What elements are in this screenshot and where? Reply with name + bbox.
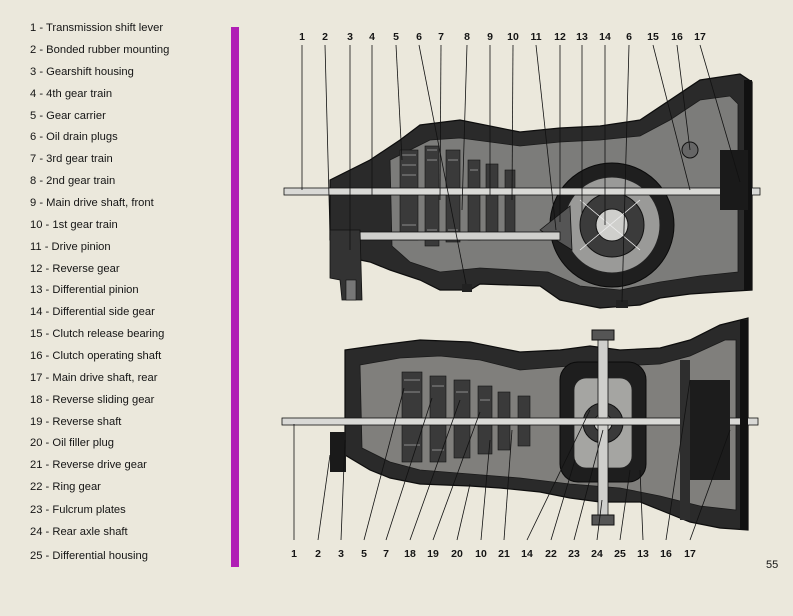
callout-label: 3 — [347, 31, 353, 43]
callout-label: 25 — [614, 548, 626, 560]
legend-item: 20 - Oil filler plug — [30, 437, 114, 449]
callout-label: 2 — [315, 548, 321, 560]
callout-label: 1 — [299, 31, 305, 43]
callout-label: 7 — [438, 31, 444, 43]
page-number: 55 — [766, 559, 779, 571]
callout-label: 14 — [521, 548, 533, 560]
legend-item: 13 - Differential pinion — [30, 284, 139, 296]
legend-item: 22 - Ring gear — [30, 481, 101, 493]
callout-label: 6 — [626, 31, 632, 43]
callout-label: 3 — [338, 548, 344, 560]
callout-label: 8 — [464, 31, 470, 43]
callout-label: 21 — [498, 548, 510, 560]
legend-item: 16 - Clutch operating shaft — [30, 350, 162, 362]
callout-label: 12 — [554, 31, 566, 43]
callout-label: 14 — [599, 31, 611, 43]
callout-label: 9 — [487, 31, 493, 43]
accent-bar — [231, 27, 239, 567]
callout-label: 13 — [637, 548, 649, 560]
callout-label: 18 — [404, 548, 416, 560]
legend-item: 18 - Reverse sliding gear — [30, 394, 155, 406]
callout-label: 5 — [393, 31, 399, 43]
legend-item: 24 - Rear axle shaft — [30, 526, 128, 538]
legend-item: 1 - Transmission shift lever — [30, 22, 164, 34]
legend-item: 15 - Clutch release bearing — [30, 328, 165, 340]
callout-label: 17 — [694, 31, 706, 43]
legend-item: 10 - 1st gear train — [30, 219, 118, 231]
legend-item: 3 - Gearshift housing — [30, 66, 134, 78]
legend-item: 14 - Differential side gear — [30, 306, 155, 318]
legend-item: 21 - Reverse drive gear — [30, 459, 147, 471]
callout-label: 1 — [291, 548, 297, 560]
callout-label: 5 — [361, 548, 367, 560]
top-cross-section — [283, 73, 761, 309]
callout-label: 10 — [475, 548, 487, 560]
legend-item: 8 - 2nd gear train — [30, 175, 116, 187]
callout-label: 22 — [545, 548, 557, 560]
callout-label: 4 — [369, 31, 375, 43]
callout-label: 7 — [383, 548, 389, 560]
callout-label: 20 — [451, 548, 463, 560]
legend-item: 12 - Reverse gear — [30, 263, 120, 275]
legend-item: 6 - Oil drain plugs — [30, 131, 118, 143]
callout-label: 10 — [507, 31, 519, 43]
legend-item: 11 - Drive pinion — [30, 241, 111, 253]
legend-item: 25 - Differential housing — [30, 550, 148, 562]
callout-label: 24 — [591, 548, 603, 560]
callout-label: 16 — [660, 548, 672, 560]
callout-label: 13 — [576, 31, 588, 43]
legend-item: 17 - Main drive shaft, rear — [30, 372, 158, 384]
legend-item: 4 - 4th gear train — [30, 88, 113, 100]
legend-item: 7 - 3rd gear train — [30, 153, 113, 165]
top-leader-lines — [301, 44, 741, 303]
callout-label: 16 — [671, 31, 683, 43]
bottom-axle-shaft — [597, 329, 609, 526]
callout-label: 2 — [322, 31, 328, 43]
bottom-main-shaft — [281, 417, 759, 426]
legend-item: 23 - Fulcrum plates — [30, 504, 126, 516]
callout-label: 11 — [530, 31, 542, 43]
callout-label: 17 — [684, 548, 696, 560]
legend-item: 5 - Gear carrier — [30, 110, 106, 122]
callout-label: 6 — [416, 31, 422, 43]
legend-item: 19 - Reverse shaft — [30, 416, 122, 428]
callout-label: 15 — [647, 31, 659, 43]
top-main-shaft — [283, 187, 761, 196]
bottom-leader-lines — [293, 379, 731, 541]
callout-label: 23 — [568, 548, 580, 560]
legend-item: 2 - Bonded rubber mounting — [30, 44, 170, 56]
legend-item: 9 - Main drive shaft, front — [30, 197, 154, 209]
callout-label: 19 — [427, 548, 439, 560]
bottom-cross-section — [281, 317, 759, 531]
